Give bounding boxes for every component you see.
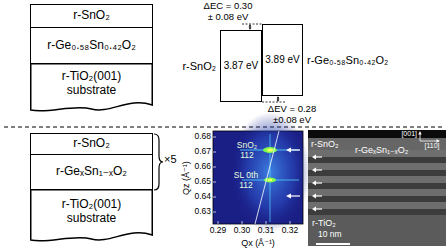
intensity-glow [230,112,310,232]
layer-box: r-Ge₀.₅₈Sn₀.₄₂O₂ [30,27,153,65]
tem-stripe [308,176,446,183]
text-holder: r-GeₓSn₁₋ₓO₂ [56,165,127,179]
text-holder: r-SnO₂ [73,137,110,151]
tem-substrate [308,215,446,246]
ticks [213,137,290,224]
bracket [154,134,163,190]
arrow-head [286,194,291,199]
layer-label: r-SnO₂ [311,139,339,149]
band-edge-extension [262,102,286,103]
tick-label: 0.29 [210,226,227,236]
tem-arrows [315,157,322,209]
layer-label: r-TiO₂ [312,218,336,228]
repeat-count: ×5 [164,153,177,166]
tick-label: 0.66 [194,162,211,172]
peak-core [268,179,273,181]
direction-label: [110] [424,142,439,150]
tick-label: 0.30 [234,226,251,236]
layer-name: r-TiO₂(001) substrate [50,70,134,98]
tem-top [308,130,446,138]
text-holder: 3.89 eV [265,54,299,66]
tick-label: 0.31 [258,226,275,236]
layer-box: r-SnO₂ [30,133,153,155]
material-label: r-Ge₀.₅₈Sn₀.₄₂O₂ [307,54,388,67]
band-edge-extension [242,24,262,25]
direction-label: [001] [401,130,417,138]
tick-label: 0.65 [194,177,211,187]
tem-stripe [308,189,446,196]
text-holder: r-TiO₂(001) substrate [50,70,134,98]
material-label: r-SnO₂ [182,60,216,73]
text-holder: 3.87 eV [224,60,258,72]
tem-image [308,130,446,246]
gap-value: 3.87 eV [224,60,258,72]
text-holder: r-Ge₀.₅₈Sn₀.₄₂O₂ [47,39,136,53]
substrate-outline-path [31,190,153,241]
arrow-head [277,100,280,102]
rsm-plot [213,112,310,232]
arrow-head [277,96,280,98]
axis-title: Qx (Å⁻¹) [241,238,275,248]
tem-ground [308,130,446,246]
arrow-head [249,24,252,26]
band-gap-box: 3.87 eVr-SnO₂ [220,30,262,102]
marker-arrow [290,149,300,150]
marker-arrow [290,195,300,196]
orientation-arrow [420,141,437,142]
band-gap-box: 3.89 eVr-Ge₀.₅₈Sn₀.₄₂O₂ [262,24,303,96]
layer-label: r-GeₓSn₁₋ₓO₂ [355,145,408,155]
band-offset: ΔEC = 0.30 ± 0.08 eV [200,1,256,23]
tem-stripe [308,202,446,209]
dashed-separator [4,127,444,128]
arrow-head [286,148,291,153]
relaxation-line [255,131,279,224]
peak-label: SnO₂ 112 [233,141,261,161]
scale-label: 10 nm [318,230,342,240]
orientation-arrow [420,134,421,141]
tem-stripe [308,163,446,170]
layer-name: r-GeₓSn₁₋ₓO₂ [56,165,127,179]
substrate-outline-path [31,64,153,111]
layer-name: r-SnO₂ [73,137,110,151]
tem-arrow-heads [312,155,316,212]
scale-bar [316,243,350,245]
peak-core [267,149,273,152]
tick-label: 0.32 [282,226,299,236]
band-offset: ΔEV = 0.28 ±0.08 eV [264,104,320,126]
axis-title: Qz (Å⁻¹) [181,161,191,195]
layer-name: r-TiO₂(001) substrate [50,198,134,226]
layer-name: r-SnO₂ [73,9,110,23]
layer-box: r-SnO₂ [30,4,153,28]
substrate-layer: r-TiO₂(001) substrate [30,189,153,245]
tick-label: 0.67 [194,147,211,157]
layer-box: r-GeₓSn₁₋ₓO₂ [30,154,153,191]
tick-label: 0.64 [194,192,211,202]
tick-label: 0.63 [194,207,211,217]
gap-value: 3.89 eV [265,54,299,66]
peak-label: SL 0th 112 [231,171,261,191]
arrow-head [418,131,421,135]
substrate-layer: r-TiO₂(001) substrate [30,63,153,115]
text-holder: r-TiO₂(001) substrate [50,198,134,226]
tick-label: 0.68 [194,132,211,142]
text-holder: r-SnO₂ [73,9,110,23]
layer-name: r-Ge₀.₅₈Sn₀.₄₂O₂ [47,39,136,53]
